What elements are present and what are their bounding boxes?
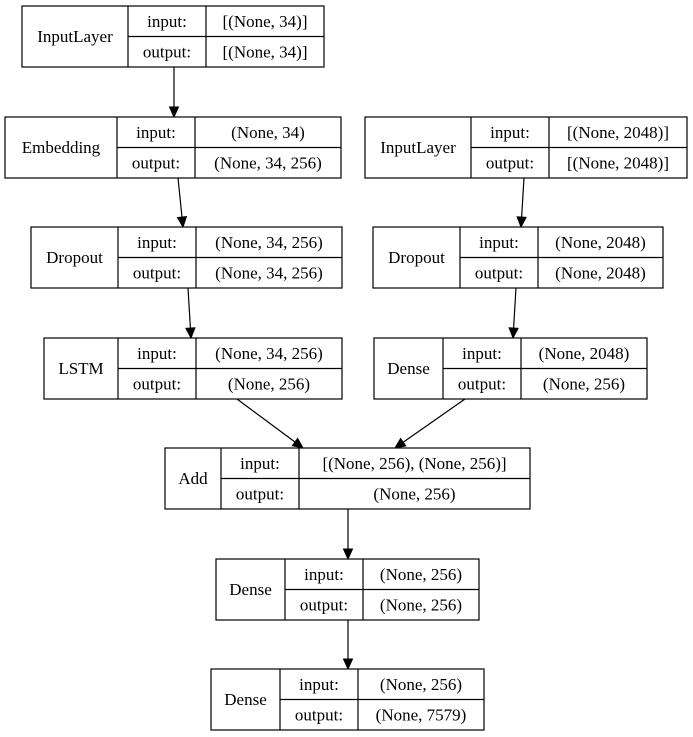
output-label: output:: [300, 595, 348, 614]
node-dropout-1: Dropout input: output: (None, 34, 256) (None…: [30, 226, 343, 289]
output-shape: (None, 256): [373, 484, 455, 503]
edge-dropout-2-to-dense-1: [508, 287, 519, 340]
arrowhead-icon: [176, 216, 188, 229]
input-shape: [(None, 256), (None, 256)]: [322, 454, 506, 473]
node-input-layer-2: InputLayer input: output: [(None, 2048)] [(N…: [364, 116, 688, 179]
edge-line: [521, 177, 525, 218]
output-label: output:: [132, 153, 180, 172]
node-add: Add input: output: [(None, 256), (None, 256…: [164, 447, 531, 510]
layer-name: Dense: [229, 580, 271, 599]
input-shape: [(None, 34)]: [223, 12, 308, 31]
output-shape: [(None, 2048)]: [567, 153, 669, 172]
node-dense-3: Dense input: output: (None, 256) (None, 7579…: [210, 668, 485, 731]
arrowhead-icon: [508, 327, 519, 340]
layer-name: Dropout: [46, 248, 103, 267]
diagram-edges: [168, 67, 527, 671]
arrowhead-icon: [291, 437, 304, 449]
input-label: input:: [479, 233, 519, 252]
input-shape: (None, 256): [380, 675, 462, 694]
input-shape: (None, 2048): [539, 344, 630, 363]
input-label: input:: [490, 123, 530, 142]
edge-line: [402, 398, 466, 443]
input-shape: (None, 34, 256): [215, 344, 323, 363]
output-label: output:: [475, 263, 523, 282]
output-shape: (None, 2048): [555, 263, 646, 282]
input-shape: [(None, 2048)]: [567, 123, 669, 142]
edge-line: [236, 398, 296, 443]
layer-name: InputLayer: [37, 27, 113, 46]
input-label: input:: [147, 12, 187, 31]
output-label: output:: [143, 42, 191, 61]
edge-line: [513, 287, 517, 329]
layer-name: Add: [178, 469, 208, 488]
input-label: input:: [136, 123, 176, 142]
input-label: input:: [137, 344, 177, 363]
arrowhead-icon: [342, 548, 354, 561]
output-label: output:: [458, 374, 506, 393]
arrowhead-icon: [394, 437, 407, 449]
edge-dropout-1-to-lstm: [185, 287, 196, 340]
input-shape: (None, 2048): [555, 233, 646, 252]
input-shape: (None, 256): [380, 565, 462, 584]
node-dropout-2: Dropout input: output: (None, 2048) (None, 2…: [372, 226, 664, 289]
edge-input-layer-2-to-dropout-2: [516, 177, 527, 229]
node-dense-2: Dense input: output: (None, 256) (None, 256): [215, 558, 480, 621]
node-lstm: LSTM input: output: (None, 34, 256) (None, 2…: [43, 337, 343, 400]
arrowhead-icon: [516, 216, 527, 229]
output-label: output:: [133, 263, 181, 282]
output-shape: [(None, 34)]: [223, 42, 308, 61]
edge-input-layer-1-to-embedding: [168, 67, 180, 119]
output-shape: (None, 256): [228, 374, 310, 393]
output-label: output:: [133, 374, 181, 393]
input-label: input:: [137, 233, 177, 252]
output-label: output:: [236, 484, 284, 503]
arrowhead-icon: [342, 658, 354, 671]
output-shape: (None, 256): [543, 374, 625, 393]
layer-name: LSTM: [58, 359, 103, 378]
edge-add-to-dense-2: [342, 509, 354, 561]
arrowhead-icon: [168, 106, 180, 119]
edge-line: [177, 177, 183, 218]
output-label: output:: [486, 153, 534, 172]
layer-name: Dense: [387, 359, 429, 378]
edge-embedding-to-dropout-1: [176, 177, 188, 229]
output-label: output:: [295, 705, 343, 724]
input-shape: (None, 34, 256): [215, 233, 323, 252]
layer-name: Dropout: [388, 248, 445, 267]
input-label: input:: [240, 454, 280, 473]
input-label: input:: [299, 675, 339, 694]
output-shape: (None, 34, 256): [214, 153, 322, 172]
edge-line: [187, 287, 192, 329]
layer-name: InputLayer: [380, 138, 456, 157]
node-dense-1: Dense input: output: (None, 2048) (None, 256…: [373, 337, 648, 400]
layer-name: Dense: [224, 690, 266, 709]
edge-dense-1-to-add: [394, 398, 466, 449]
input-shape: (None, 34): [231, 123, 305, 142]
input-label: input:: [304, 565, 344, 584]
edge-lstm-to-add: [236, 398, 304, 449]
node-embedding: Embedding input: output: (None, 34) (None, 3…: [4, 116, 342, 179]
node-input-layer-1: InputLayer input: output: [(None, 34)] [(Non…: [21, 5, 325, 68]
output-shape: (None, 256): [380, 595, 462, 614]
output-shape: (None, 34, 256): [215, 263, 323, 282]
arrowhead-icon: [185, 327, 196, 340]
output-shape: (None, 7579): [376, 705, 467, 724]
edge-dense-2-to-dense-3: [342, 620, 354, 671]
input-label: input:: [462, 344, 502, 363]
layer-name: Embedding: [22, 138, 101, 157]
diagram-nodes: InputLayer input: output: [(None, 34)] [(Non…: [4, 5, 688, 731]
